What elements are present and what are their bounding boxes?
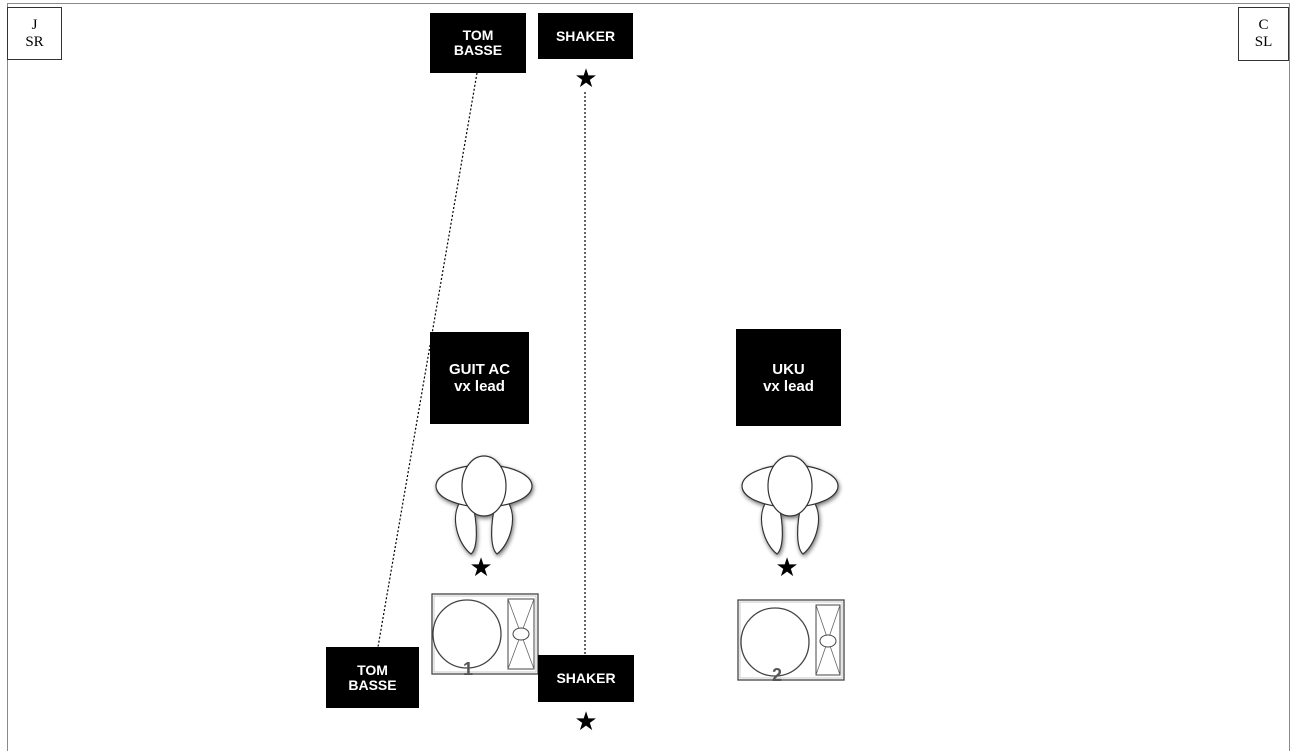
corner-marker-line1: J — [31, 17, 38, 33]
label-line2: BASSE — [453, 42, 503, 58]
corner-marker-line2: SL — [1254, 34, 1273, 50]
amp-number: 2 — [772, 665, 782, 685]
label-line1: GUIT AC — [448, 361, 511, 378]
star-icon: ★ — [469, 553, 493, 583]
amplifier-icon — [737, 599, 845, 681]
star-icon: ★ — [775, 553, 799, 583]
tom-cable-line — [377, 72, 478, 648]
uku-label: UKU vx lead — [736, 329, 841, 426]
amp-number: 1 — [463, 659, 473, 679]
amplifier-icon — [431, 593, 539, 675]
label-line2: BASSE — [348, 676, 397, 693]
label-line2: vx lead — [454, 378, 505, 395]
label-line1: TOM — [357, 661, 388, 678]
corner-marker-line1: C — [1258, 17, 1269, 33]
shaker-label: SHAKER — [538, 655, 634, 702]
guit-ac-label: GUIT AC vx lead — [430, 332, 529, 424]
corner-marker-right: C SL — [1238, 7, 1289, 61]
tom-basse-label: TOM BASSE — [326, 647, 419, 708]
star-icon: ★ — [574, 64, 598, 94]
label-line1: SHAKER — [556, 670, 616, 686]
label-line1: SHAKER — [555, 27, 616, 44]
tom-basse-label: TOM BASSE — [430, 13, 526, 73]
corner-marker-line2: SR — [25, 34, 44, 50]
musician-icon — [741, 455, 839, 555]
label-line2: vx lead — [763, 377, 814, 395]
label-line1: UKU — [772, 360, 805, 378]
musician-icon — [435, 455, 533, 555]
star-icon: ★ — [574, 707, 598, 737]
shaker-label: SHAKER — [538, 13, 633, 59]
corner-marker-left: J SR — [7, 7, 62, 60]
label-line1: TOM — [462, 27, 494, 43]
